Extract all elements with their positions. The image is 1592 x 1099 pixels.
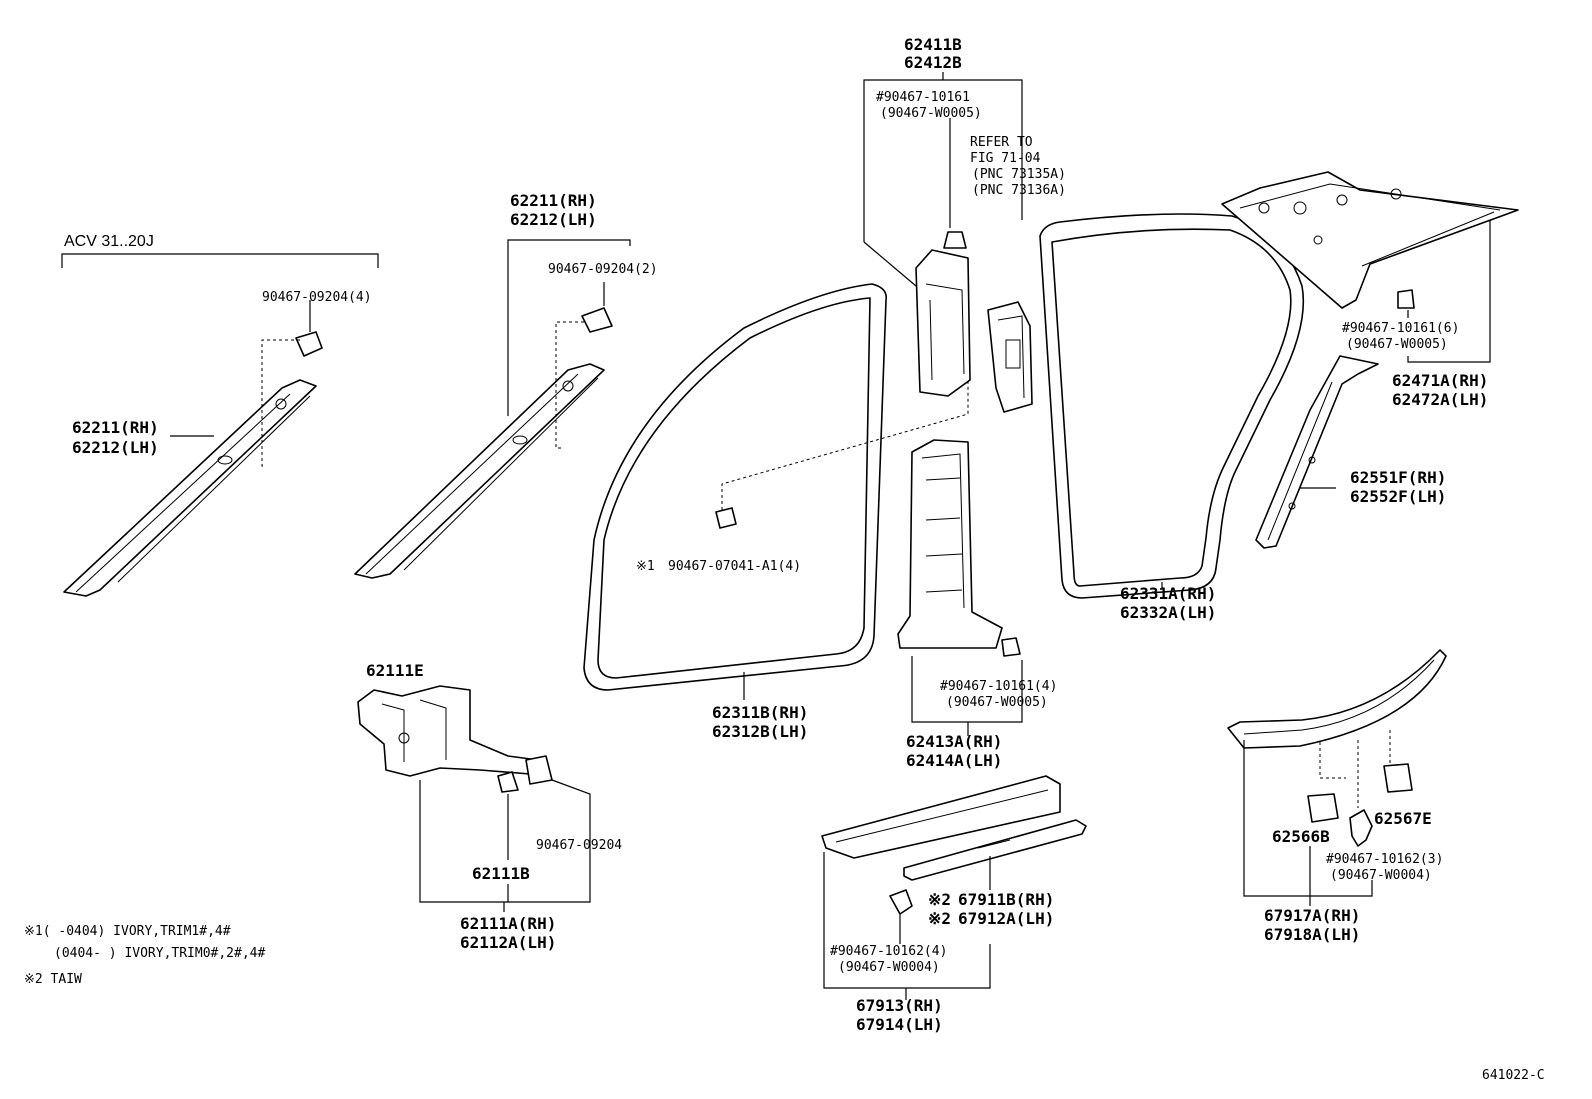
label-62112a: 62112A(LH) <box>460 933 556 952</box>
quarter-trim <box>1255 355 1379 549</box>
label-67911b: 67911B(RH) <box>958 890 1054 909</box>
c-pillar-garnish <box>1221 171 1519 363</box>
label-62413a: 62413A(RH) <box>906 732 1002 751</box>
label-67918a: 67918A(LH) <box>1264 925 1360 944</box>
label-62412b: 62412B <box>904 53 962 72</box>
label-w0004-bot: (90467-W0004) <box>838 960 940 975</box>
label-62551f: 62551F(RH) <box>1350 468 1446 487</box>
label-62311b: 62311B(RH) <box>712 703 808 722</box>
label-clip-10162-3: #90467-10162(3) <box>1326 852 1443 867</box>
label-62312b: 62312B(LH) <box>712 722 808 741</box>
b-pillar-lower-garnish <box>897 439 1023 736</box>
left-pillar-garnish <box>61 253 379 597</box>
label-62111e: 62111E <box>366 661 424 680</box>
label-w0005-mid: (90467-W0005) <box>946 695 1048 710</box>
label-clip-10161-4: #90467-10161(4) <box>940 679 1057 694</box>
note-color-1: ※1( -0404) IVORY,TRIM1#,4# <box>24 924 231 939</box>
label-62111b: 62111B <box>472 864 530 883</box>
label-62211-left: 62211(RH) <box>72 418 159 437</box>
label-refer-pnc1: (PNC 73135A) <box>972 167 1066 182</box>
label-clip-10161-top: #90467-10161 <box>876 90 970 105</box>
label-clip-9020-single: 90467-09204 <box>536 838 622 853</box>
label-67912a: 67912A(LH) <box>958 909 1054 928</box>
label-clip-9020-4: 90467-09204(4) <box>262 290 372 305</box>
note-color-2: (0404- ) IVORY,TRIM0#,2#,4# <box>54 946 265 961</box>
label-refer-pnc2: (PNC 73136A) <box>972 183 1066 198</box>
b-pillar-upper-garnish <box>863 72 1023 397</box>
label-62211-top: 62211(RH) <box>510 191 597 210</box>
label-62111a: 62111A(RH) <box>460 914 556 933</box>
label-refer-fig: FIG 71-04 <box>970 151 1041 166</box>
label-62566b: 62566B <box>1272 827 1330 846</box>
label-acv-range: ACV 31..20J <box>64 233 154 250</box>
label-67917a: 67917A(RH) <box>1264 906 1360 925</box>
front-scuff-plate <box>821 775 1087 1000</box>
label-refer-to: REFER TO <box>970 135 1033 150</box>
label-clip-07041: 90467-07041-A1(4) <box>668 559 801 574</box>
rear-scuff-plate <box>1227 649 1447 906</box>
figure-number: 641022-C <box>1482 1068 1545 1083</box>
label-62212-left: 62212(LH) <box>72 438 159 457</box>
label-mark1: ※1 <box>636 559 655 574</box>
front-door-weatherstrip <box>583 283 969 700</box>
label-62414a: 62414A(LH) <box>906 751 1002 770</box>
rear-door-weatherstrip <box>1039 213 1305 599</box>
label-w0004-right: (90467-W0004) <box>1330 868 1432 883</box>
label-w0005-top: (90467-W0005) <box>880 106 982 121</box>
labels: ACV 31..20J 90467-09204(4) 62211(RH) 622… <box>24 35 1545 1083</box>
label-clip-10161-6: #90467-10161(6) <box>1342 321 1459 336</box>
seatbelt-adjuster <box>987 301 1033 413</box>
label-62331a: 62331A(RH) <box>1120 584 1216 603</box>
middle-pillar-garnish <box>354 239 631 579</box>
label-62332a: 62332A(LH) <box>1120 603 1216 622</box>
label-62567e: 62567E <box>1374 809 1432 828</box>
label-clip-10162-4: #90467-10162(4) <box>830 944 947 959</box>
note-taiwan: ※2 TAIW <box>24 972 82 987</box>
cowl-side-trim <box>357 685 591 912</box>
label-67914: 67914(LH) <box>856 1015 943 1034</box>
label-62472a: 62472A(LH) <box>1392 390 1488 409</box>
label-clip-9020-2: 90467-09204(2) <box>548 262 658 277</box>
label-62411b: 62411B <box>904 35 962 54</box>
label-62552f: 62552F(LH) <box>1350 487 1446 506</box>
label-mark2a: ※2 <box>928 890 951 909</box>
label-67913: 67913(RH) <box>856 996 943 1015</box>
label-62471a: 62471A(RH) <box>1392 371 1488 390</box>
label-mark2b: ※2 <box>928 909 951 928</box>
label-62212-top: 62212(LH) <box>510 210 597 229</box>
label-w0005-right: (90467-W0005) <box>1346 337 1448 352</box>
